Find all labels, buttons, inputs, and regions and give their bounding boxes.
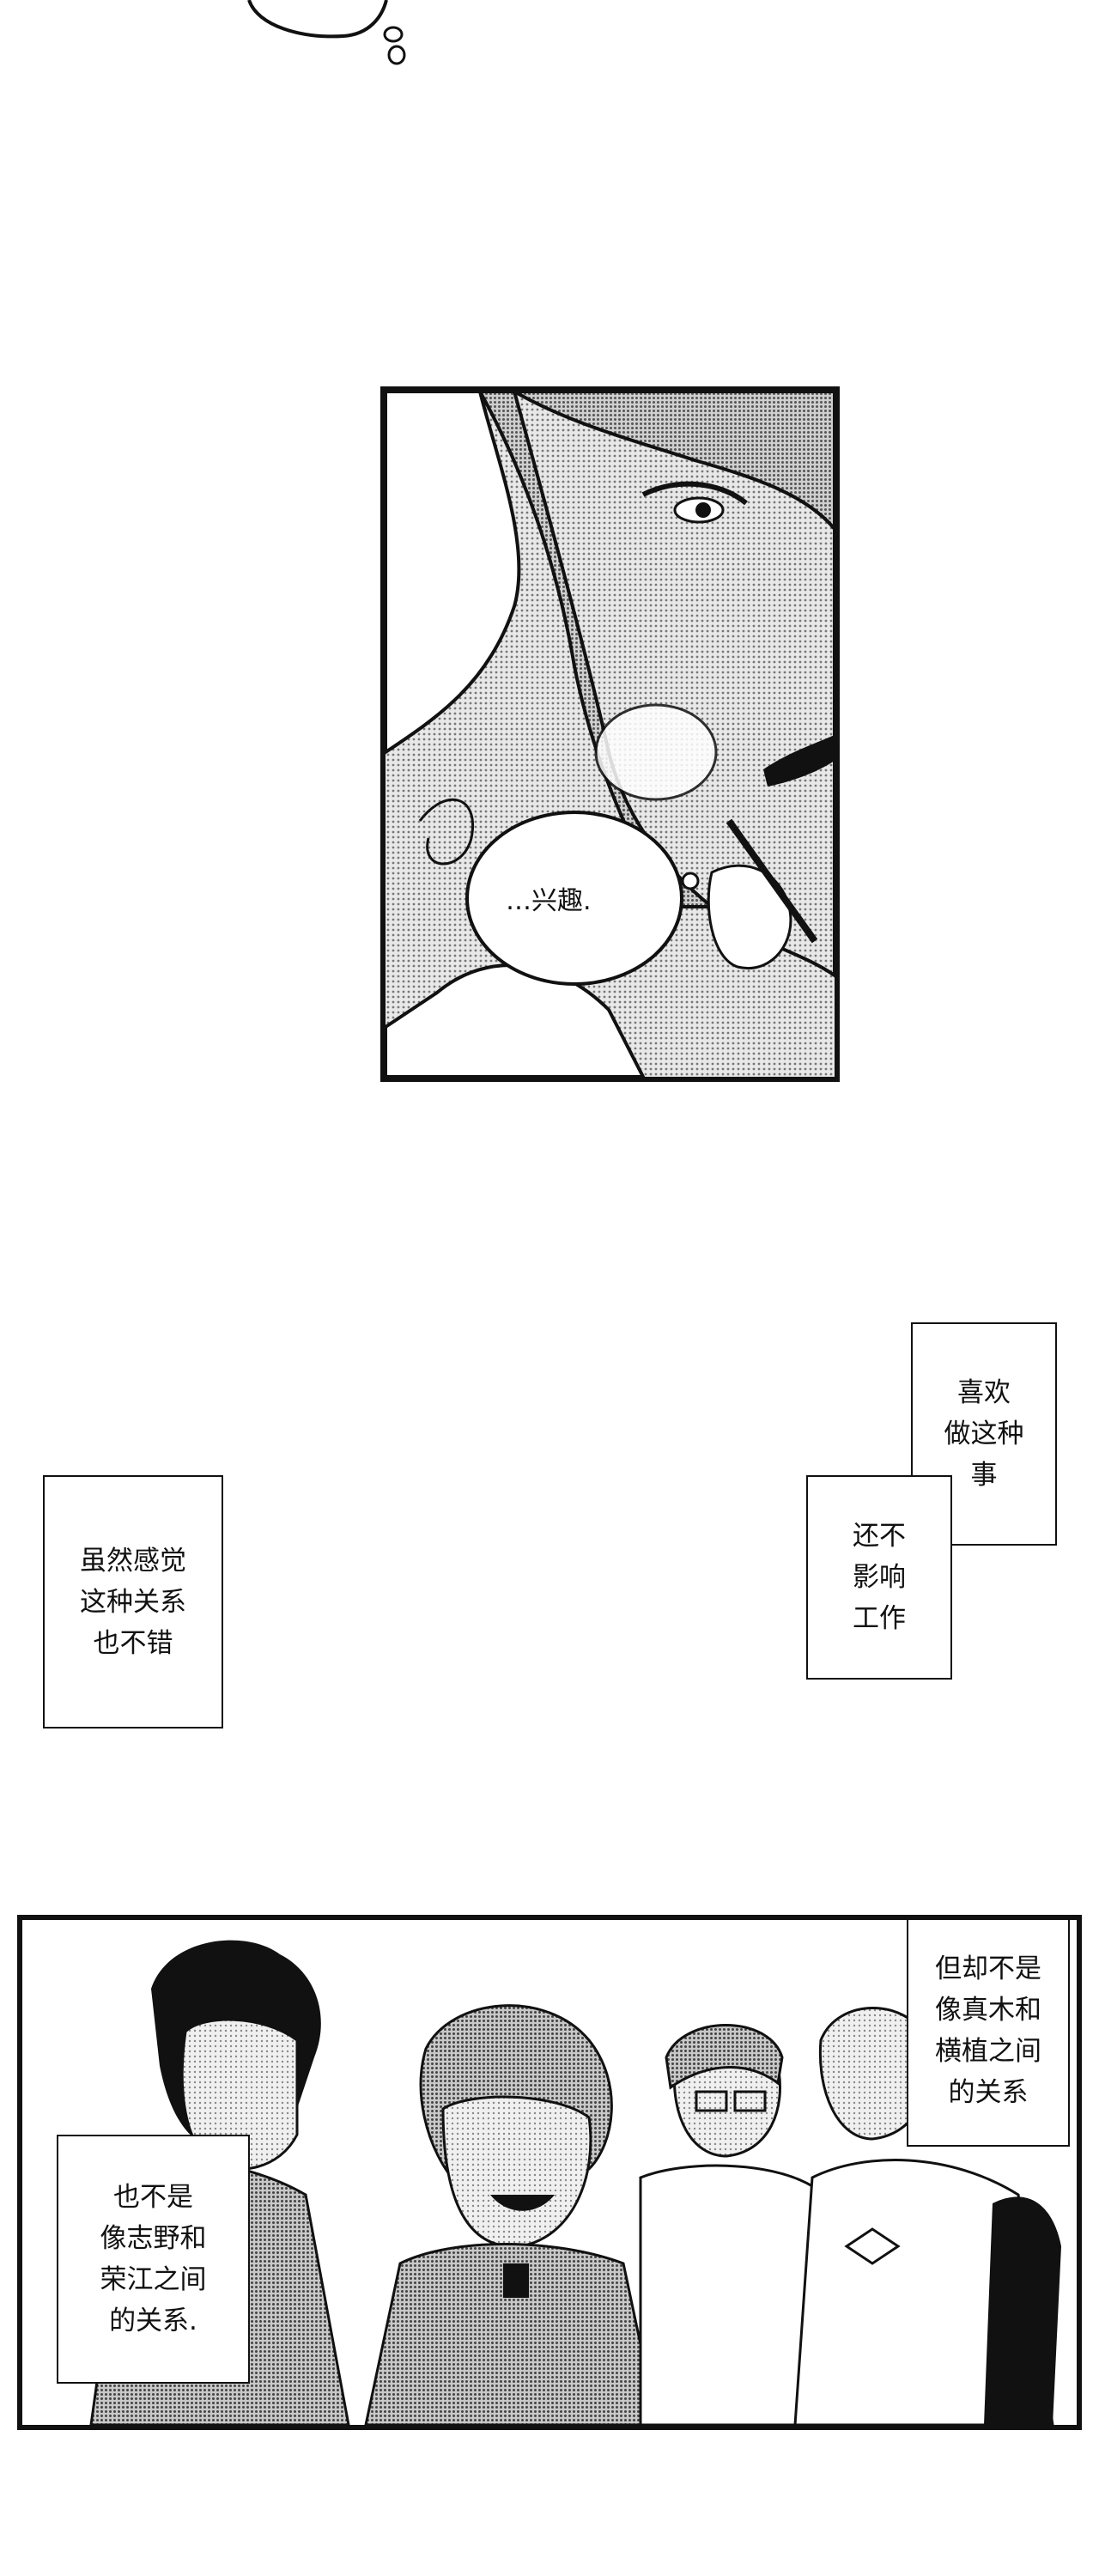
caption-group-left-text: 也不是 像志野和 荣江之间 的关系. [100,2182,207,2336]
caption-left: 虽然感觉 这种关系 也不错 [43,1475,223,1728]
caption-right-bottom: 还不 影响 工作 [806,1475,952,1680]
caption-group-right-text: 但却不是 像真木和 横植之间 的关系 [935,1953,1041,2108]
thought-text: …兴趣. [506,886,592,916]
panel-group: 但却不是 像真木和 横植之间 的关系 也不是 像志野和 荣江之间 的关系. [17,1915,1082,2430]
caption-right-top-text: 喜欢 做这种 事 [944,1377,1024,1491]
thought-bubble-tail [247,0,406,65]
caption-group-left: 也不是 像志野和 荣江之间 的关系. [57,2135,250,2384]
caption-right-top: 喜欢 做这种 事 [911,1322,1057,1546]
closeup-artwork [386,392,835,1077]
caption-group-right: 但却不是 像真木和 横植之间 的关系 [907,1920,1070,2147]
caption-right-bottom-text: 还不 影响 工作 [853,1521,906,1634]
thought-bubble [465,811,700,986]
caption-left-text: 虽然感觉 这种关系 也不错 [80,1545,186,1659]
panel-closeup: …兴趣. [380,386,840,1082]
